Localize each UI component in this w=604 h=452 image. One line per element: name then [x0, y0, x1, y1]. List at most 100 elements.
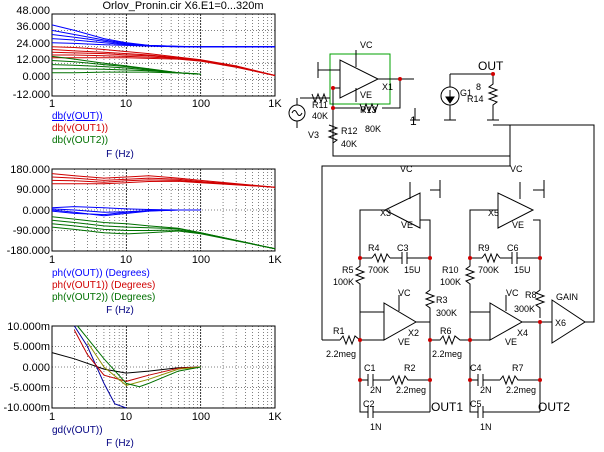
label-c4: C4 — [470, 363, 482, 373]
label-c3-value: 15U — [404, 265, 421, 275]
x1-triangle — [339, 59, 380, 99]
label-ve: VE — [360, 90, 372, 100]
phase-chart: 180.000 90.000 0.000 -90.000 -180.000 1 … — [7, 164, 283, 316]
r7-resistor — [499, 374, 540, 386]
label-ve: VE — [398, 337, 410, 347]
label-r9: R9 — [478, 243, 490, 253]
series-line — [52, 57, 276, 76]
x-tick-label: 10 — [120, 254, 132, 266]
label-r2-value: 2.2meg — [396, 385, 426, 395]
y-tick-label: -12.000 — [13, 89, 50, 101]
label-c2-value: 1N — [370, 422, 382, 432]
label-r9-value: 700K — [478, 265, 499, 275]
legend-entry-out[interactable]: ph(v(OUT)) (Degrees) — [52, 268, 150, 279]
y-tick-label: 0.000 — [22, 362, 50, 374]
label-vc: VC — [510, 164, 523, 174]
series-line — [51, 176, 276, 188]
series-line — [73, 329, 201, 382]
label-c3: C3 — [397, 243, 409, 253]
group-delay-chart: 10.000m 5.000m 0.000 -5.000m -10.000m 1 … — [4, 321, 283, 449]
op-amp-x4[interactable] — [489, 302, 523, 341]
label-x5: X5 — [488, 208, 499, 218]
label-r8-value: 300K — [514, 304, 535, 314]
label-g8: 8 — [476, 82, 481, 92]
x-tick-label: 1 — [49, 411, 55, 423]
label-vc: VC — [506, 288, 519, 298]
series-line — [51, 206, 201, 211]
x-tick-label: 1 — [49, 98, 55, 110]
label-c6: C6 — [507, 243, 519, 253]
y-tick-label: 5.000m — [13, 341, 50, 353]
phase-series-group — [51, 173, 276, 250]
label-c1: C1 — [364, 363, 376, 373]
x-tick-label: 1K — [268, 254, 282, 266]
label-r3: R3 — [436, 295, 448, 305]
label-x2: X2 — [408, 328, 419, 338]
r1-resistor — [339, 334, 361, 346]
label-vc: VC — [400, 164, 413, 174]
series-line — [73, 325, 127, 409]
label-r8: R8 — [525, 290, 537, 300]
label-gain: GAIN — [556, 292, 578, 302]
x-tick-label: 100 — [192, 254, 210, 266]
label-r11: R11 — [312, 100, 328, 110]
label-r1: R1 — [333, 326, 345, 336]
series-line — [51, 173, 276, 188]
legend-entry-out[interactable]: db(v(OUT)) — [52, 111, 103, 122]
label-r2: R2 — [404, 363, 416, 373]
x3-in-right-wire — [420, 219, 431, 258]
series-line — [52, 180, 276, 188]
schematic — [288, 50, 595, 418]
x5-in-right-wire — [533, 219, 541, 258]
legend-entry-out1[interactable]: db(v(OUT1)) — [52, 123, 108, 134]
label-ve: VE — [512, 220, 524, 230]
schematic-labels: VC X1 VE R11 40K R13 80K R12 40K V3 1 G1… — [308, 40, 578, 432]
legend-entry-out2[interactable]: db(v(OUT2)) — [52, 135, 108, 146]
c5-left-wire — [469, 380, 478, 413]
magnitude-chart: 48.000 36.000 24.000 12.000 0.000 -12.00… — [13, 5, 283, 160]
y-tick-label: 36.000 — [16, 21, 50, 33]
r12-resistor — [327, 124, 339, 144]
y-tick-label: 48.000 — [16, 5, 50, 17]
op-amp-x2[interactable] — [383, 302, 417, 341]
label-v3: V3 — [308, 130, 319, 140]
series-line — [51, 223, 276, 250]
y-tick-label: 180.000 — [10, 164, 50, 176]
label-ve: VE — [505, 337, 517, 347]
legend-entry-out2[interactable]: ph(v(OUT2)) (Degrees) — [52, 292, 155, 303]
c4-left-wire — [469, 340, 478, 381]
r9-resistor — [481, 252, 501, 264]
x3-out-left-wire — [359, 209, 385, 258]
legend-entry-out1[interactable]: ph(v(OUT1)) (Degrees) — [52, 280, 155, 291]
label-r13: R13 — [360, 105, 377, 115]
legend-entry-gd-out[interactable]: gd(v(OUT)) — [52, 425, 103, 436]
y-tick-label: 0.000 — [22, 205, 50, 217]
series-line — [77, 325, 201, 388]
series-line — [52, 71, 201, 75]
magnitude-series-group — [51, 24, 276, 76]
g1-arrow-head — [445, 96, 455, 104]
label-c1-value: 2N — [370, 385, 382, 395]
label-c5-value: 1N — [480, 422, 492, 432]
label-vc: VC — [398, 288, 411, 298]
label-r11-value: 40K — [312, 111, 328, 121]
y-tick-label: -10.000m — [4, 402, 50, 414]
y-tick-label: 0.000 — [22, 71, 50, 83]
label-r7: R7 — [512, 363, 524, 373]
x-tick-label: 1K — [268, 411, 282, 423]
label-r4: R4 — [368, 243, 380, 253]
label-x3: X3 — [380, 208, 391, 218]
r6-resistor — [430, 334, 470, 346]
op-amp-x3[interactable] — [383, 192, 421, 229]
label-r6: R6 — [440, 326, 452, 336]
x-axis-label: F (Hz) — [106, 438, 134, 449]
label-r5-value: 100K — [333, 277, 354, 287]
x-axis-label: F (Hz) — [106, 305, 134, 316]
r2-resistor — [389, 374, 430, 386]
r14-resistor — [487, 74, 499, 120]
label-r13-value: 80K — [365, 124, 381, 134]
label-c2: C2 — [363, 399, 375, 409]
label-r14: R14 — [467, 94, 484, 104]
